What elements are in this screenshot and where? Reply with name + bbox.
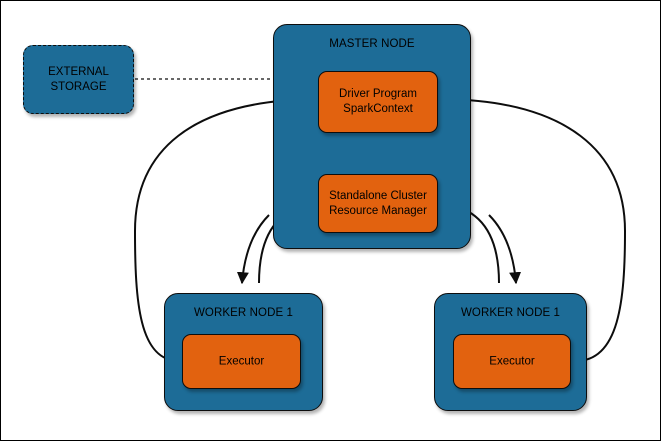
executor-left-label: Executor <box>218 355 265 367</box>
cluster-resource-manager-label-line2: Resource Manager <box>329 204 427 217</box>
driver-program-label: Driver Program SparkContext <box>319 87 437 117</box>
executor-right-label: Executor <box>489 355 535 367</box>
external-storage-label-line1: EXTERNAL <box>48 65 109 78</box>
cluster-resource-manager-label: Standalone Cluster Resource Manager <box>319 189 437 219</box>
cluster-resource-manager-box[interactable]: Standalone Cluster Resource Manager <box>318 174 438 233</box>
driver-program-label-line2: SparkContext <box>343 103 413 115</box>
master-node-title: MASTER NODE <box>329 38 415 50</box>
executor-box-left[interactable]: Executor <box>182 334 301 389</box>
master-node[interactable]: MASTER NODE <box>273 24 471 249</box>
connector-cluster-manager-to-left-worker <box>236 214 270 285</box>
worker-node-right-title: WORKER NODE 1 <box>460 307 561 319</box>
executor-box-right[interactable]: Executor <box>453 334 571 389</box>
driver-program-box[interactable]: Driver Program SparkContext <box>318 71 438 133</box>
external-storage-label: EXTERNAL STORAGE <box>24 65 133 95</box>
external-storage-label-line2: STORAGE <box>50 80 107 93</box>
external-storage-node[interactable]: EXTERNAL STORAGE <box>23 45 134 114</box>
cluster-resource-manager-label-line1: Standalone Cluster <box>329 189 427 202</box>
worker-node-left-title: WORKER NODE 1 <box>193 307 294 319</box>
connector-cluster-manager-to-right-worker <box>488 214 522 285</box>
driver-program-label-line1: Driver Program <box>339 88 417 100</box>
